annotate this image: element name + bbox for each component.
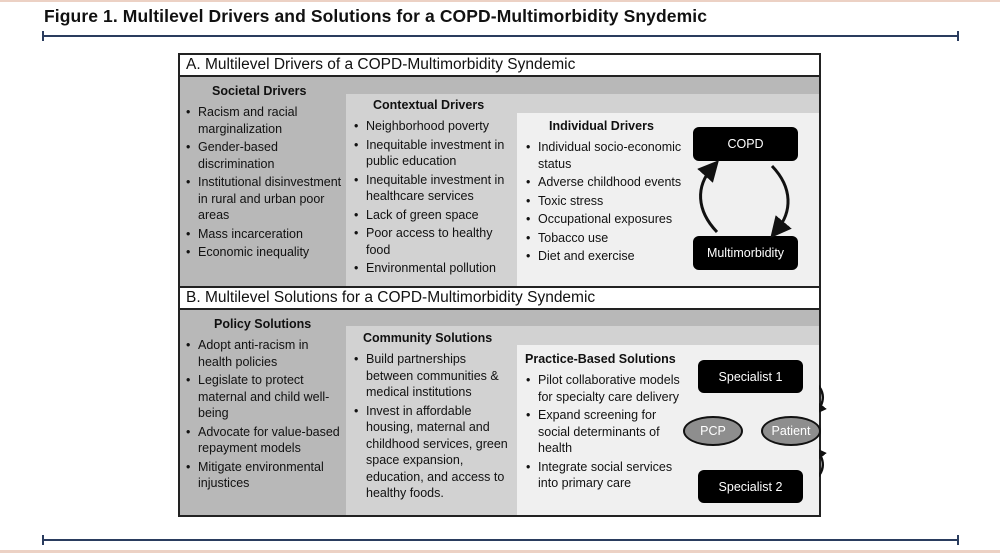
list-item: Tobacco use xyxy=(524,230,690,247)
community-solutions-list: Build partnerships between communities &… xyxy=(352,351,516,504)
list-item: Environmental pollution xyxy=(352,260,516,277)
list-item: Neighborhood poverty xyxy=(352,118,516,135)
practice-solutions-list: Pilot collaborative models for specialty… xyxy=(524,372,690,494)
list-item: Inequitable investment in public educati… xyxy=(352,137,516,170)
list-item: Poor access to healthy food xyxy=(352,225,516,258)
copd-node: COPD xyxy=(693,127,798,161)
figure-title: Figure 1. Multilevel Drivers and Solutio… xyxy=(44,6,708,26)
list-item: Adopt anti-racism in health policies xyxy=(184,337,344,370)
list-item: Diet and exercise xyxy=(524,248,690,265)
list-item: Gender-based discrimination xyxy=(184,139,342,172)
list-item: Toxic stress xyxy=(524,193,690,210)
patient-node: Patient xyxy=(761,416,821,446)
section-b-heading: B. Multilevel Solutions for a COPD-Multi… xyxy=(180,288,819,308)
list-item: Integrate social services into primary c… xyxy=(524,459,690,492)
list-item: Build partnerships between communities &… xyxy=(352,351,516,401)
cycle-arrow-up xyxy=(697,160,719,234)
contextual-drivers-list: Neighborhood poverty Inequitable investm… xyxy=(352,118,516,279)
list-item: Invest in affordable housing, maternal a… xyxy=(352,403,516,502)
top-edge xyxy=(0,0,1000,2)
contextual-drivers-title: Contextual Drivers xyxy=(373,98,485,112)
list-item: Racism and racial marginalization xyxy=(184,104,342,137)
community-solutions-title: Community Solutions xyxy=(363,331,493,345)
multimorbidity-node: Multimorbidity xyxy=(693,236,798,270)
pcp-node: PCP xyxy=(683,416,743,446)
societal-drivers-title: Societal Drivers xyxy=(212,84,307,98)
policy-solutions-title: Policy Solutions xyxy=(214,317,312,331)
section-b-top-divider xyxy=(180,286,819,288)
list-item: Expand screening for social determinants… xyxy=(524,407,690,457)
list-item: Individual socio-economic status xyxy=(524,139,690,172)
policy-solutions-list: Adopt anti-racism in health policies Leg… xyxy=(184,337,344,494)
list-item: Lack of green space xyxy=(352,207,516,224)
section-a-divider xyxy=(180,75,819,77)
list-item: Adverse childhood events xyxy=(524,174,690,191)
list-item: Economic inequality xyxy=(184,244,342,261)
section-a-heading: A. Multilevel Drivers of a COPD-Multimor… xyxy=(180,55,819,75)
list-item: Legislate to protect maternal and child … xyxy=(184,372,344,422)
cycle-arrow-down xyxy=(770,164,792,239)
practice-solutions-title: Practice-Based Solutions xyxy=(525,352,676,366)
list-item: Mass incarceration xyxy=(184,226,342,243)
bottom-edge xyxy=(0,550,1000,553)
list-item: Pilot collaborative models for specialty… xyxy=(524,372,690,405)
bottom-rule xyxy=(42,535,959,545)
section-b-divider xyxy=(180,308,819,310)
list-item: Occupational exposures xyxy=(524,211,690,228)
individual-drivers-title: Individual Drivers xyxy=(549,119,654,133)
list-item: Mitigate environmental injustices xyxy=(184,459,344,492)
societal-drivers-list: Racism and racial marginalization Gender… xyxy=(184,104,342,263)
specialist-2-node: Specialist 2 xyxy=(698,470,803,503)
list-item: Inequitable investment in healthcare ser… xyxy=(352,172,516,205)
individual-drivers-list: Individual socio-economic status Adverse… xyxy=(524,139,690,267)
title-rule xyxy=(42,31,959,41)
list-item: Advocate for value-based repayment model… xyxy=(184,424,344,457)
specialist-1-node: Specialist 1 xyxy=(698,360,803,393)
list-item: Institutional disinvestment in rural and… xyxy=(184,174,342,224)
